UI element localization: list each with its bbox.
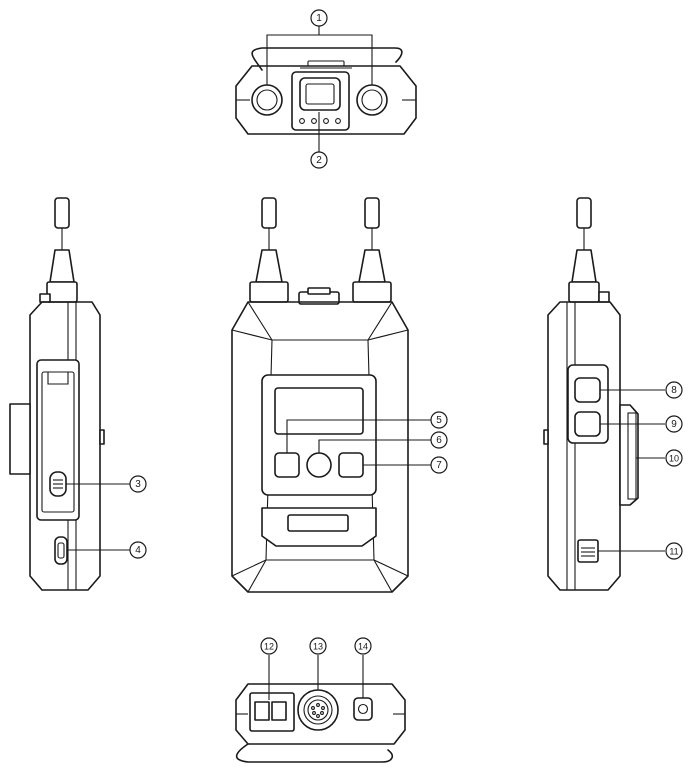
- bottom-headphone-jack: [353, 697, 373, 721]
- callout-14-circle: [354, 637, 372, 655]
- callout-9: 9: [665, 415, 683, 433]
- callout-4: 4: [129, 541, 147, 559]
- callout-13: 13: [309, 637, 327, 655]
- belt-clip-side: [619, 404, 639, 506]
- top-display: [299, 77, 341, 111]
- right-button-upper: [574, 377, 601, 403]
- callout-11: 11: [665, 542, 683, 560]
- callout-9-label: 9: [671, 419, 677, 430]
- right-body: [547, 301, 621, 591]
- callout-4-label: 4: [135, 545, 141, 556]
- callout-3-label: 3: [135, 479, 141, 490]
- callout-1: 1: [310, 9, 328, 27]
- bottom-view: [235, 655, 406, 763]
- callout-3-circle: [129, 475, 147, 493]
- usb-port: [54, 536, 68, 565]
- callout-14-label: 14: [358, 642, 368, 652]
- callout-2: 2: [310, 151, 328, 169]
- bottom-body: [235, 683, 406, 745]
- callout-3: 3: [129, 475, 147, 493]
- callout-6-label: 6: [436, 435, 442, 446]
- callout-11-label: 11: [669, 547, 678, 557]
- callout-5-label: 5: [436, 415, 442, 426]
- callout-12-circle: [260, 637, 278, 655]
- callout-8-label: 8: [671, 385, 677, 396]
- callout-5-circle: [430, 411, 448, 429]
- callout-5: 5: [430, 411, 448, 429]
- callout-2-circle: [310, 151, 328, 169]
- top-body: [235, 65, 417, 135]
- right-button-lower: [574, 411, 601, 437]
- left-battery-door: [36, 359, 80, 521]
- callout-8: 8: [665, 381, 683, 399]
- callout-7-circle: [430, 456, 448, 474]
- callout-9-circle: [665, 415, 683, 433]
- callout-2-label: 2: [316, 155, 322, 166]
- right-side-view: [543, 197, 665, 591]
- belt-clip-top: [251, 47, 403, 71]
- front-button-left: [274, 452, 300, 478]
- callout-13-label: 13: [313, 642, 323, 652]
- callout-10: 10: [665, 449, 683, 467]
- front-button-center: [306, 452, 332, 478]
- callout-10-label: 10: [669, 454, 679, 464]
- callout-7-label: 7: [436, 460, 442, 471]
- callout-6-circle: [430, 431, 448, 449]
- callout-10-circle: [665, 449, 683, 467]
- callout-14: 14: [354, 637, 372, 655]
- callout-8-circle: [665, 381, 683, 399]
- callout-1-circle: [310, 9, 328, 27]
- callout-7: 7: [430, 456, 448, 474]
- left-body: [29, 301, 101, 591]
- callout-13-circle: [309, 637, 327, 655]
- left-side-view: [9, 197, 130, 591]
- callout-12: 12: [260, 637, 278, 655]
- top-view: [235, 26, 417, 152]
- front-view: [231, 197, 431, 593]
- front-label-slot: [287, 514, 349, 532]
- callout-4-circle: [129, 541, 147, 559]
- left-antenna-tip: [54, 197, 70, 229]
- callout-6: 6: [430, 431, 448, 449]
- callout-11-circle: [665, 542, 683, 560]
- front-display: [274, 387, 364, 435]
- right-slide-switch: [577, 539, 599, 563]
- front-button-right: [338, 452, 364, 478]
- belt-clip-bottom: [235, 743, 394, 763]
- callout-12-label: 12: [264, 642, 274, 652]
- callout-1-label: 1: [316, 13, 322, 24]
